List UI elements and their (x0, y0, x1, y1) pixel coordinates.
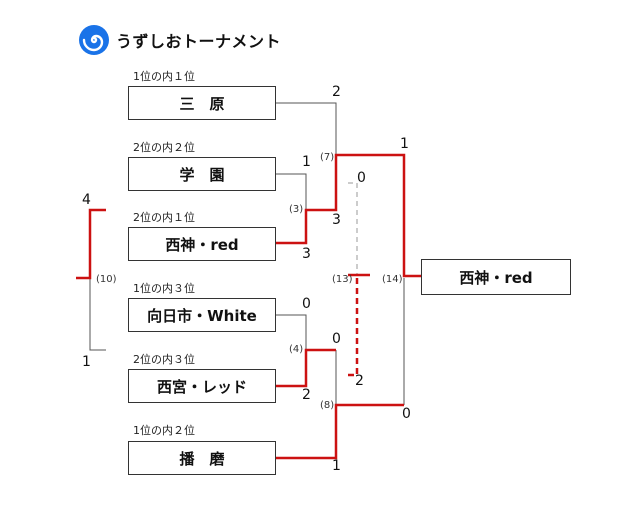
score: 2 (355, 373, 364, 389)
score: 1 (302, 154, 311, 170)
score: 3 (302, 246, 311, 262)
score: 0 (302, 296, 311, 312)
score: 0 (402, 406, 411, 422)
seed-label: 1位の内３位 (133, 282, 195, 295)
score: 0 (332, 331, 341, 347)
score: 0 (357, 170, 366, 186)
match-number: (14) (382, 274, 403, 285)
team-box: 西宮・レッド (128, 369, 276, 403)
match-number: (3) (289, 204, 304, 215)
score: 1 (332, 458, 341, 474)
win-harima-m8 (276, 403, 404, 460)
score: 2 (302, 387, 311, 403)
line-m13-dash (348, 182, 358, 275)
tournament-title: うずしおトーナメント (116, 32, 282, 51)
line-m10-bottom (89, 278, 106, 351)
line-muko (276, 314, 307, 350)
seed-label: 1位の内１位 (133, 70, 195, 83)
score: 1 (400, 136, 409, 152)
win-nishigami-m3 (276, 153, 421, 278)
win-nishinomiya-m4 (276, 348, 336, 388)
win-m10 (76, 208, 106, 280)
score: 1 (82, 354, 91, 370)
score: 4 (82, 192, 91, 208)
team-box: 三 原 (128, 86, 276, 120)
line-sanbara (276, 102, 337, 155)
score: 2 (332, 84, 341, 100)
team-box: 播 磨 (128, 441, 276, 475)
swirl-logo-icon (79, 25, 109, 55)
score: 3 (332, 212, 341, 228)
seed-label: 2位の内３位 (133, 353, 195, 366)
match-number: (7) (320, 152, 335, 163)
champion-box: 西神・red (421, 259, 571, 295)
line-gakuen (276, 173, 307, 210)
team-box: 学 園 (128, 157, 276, 191)
match-number: (13) (332, 274, 353, 285)
team-box: 向日市・White (128, 298, 276, 332)
match-number: (10) (96, 274, 117, 285)
team-box: 西神・red (128, 227, 276, 261)
match-number: (4) (289, 344, 304, 355)
seed-label: 1位の内２位 (133, 424, 195, 437)
tournament-header: うずしおトーナメント (78, 24, 281, 56)
win-m13-dash (348, 275, 359, 377)
seed-label: 2位の内１位 (133, 211, 195, 224)
seed-label: 2位の内２位 (133, 141, 195, 154)
match-number: (8) (320, 400, 335, 411)
